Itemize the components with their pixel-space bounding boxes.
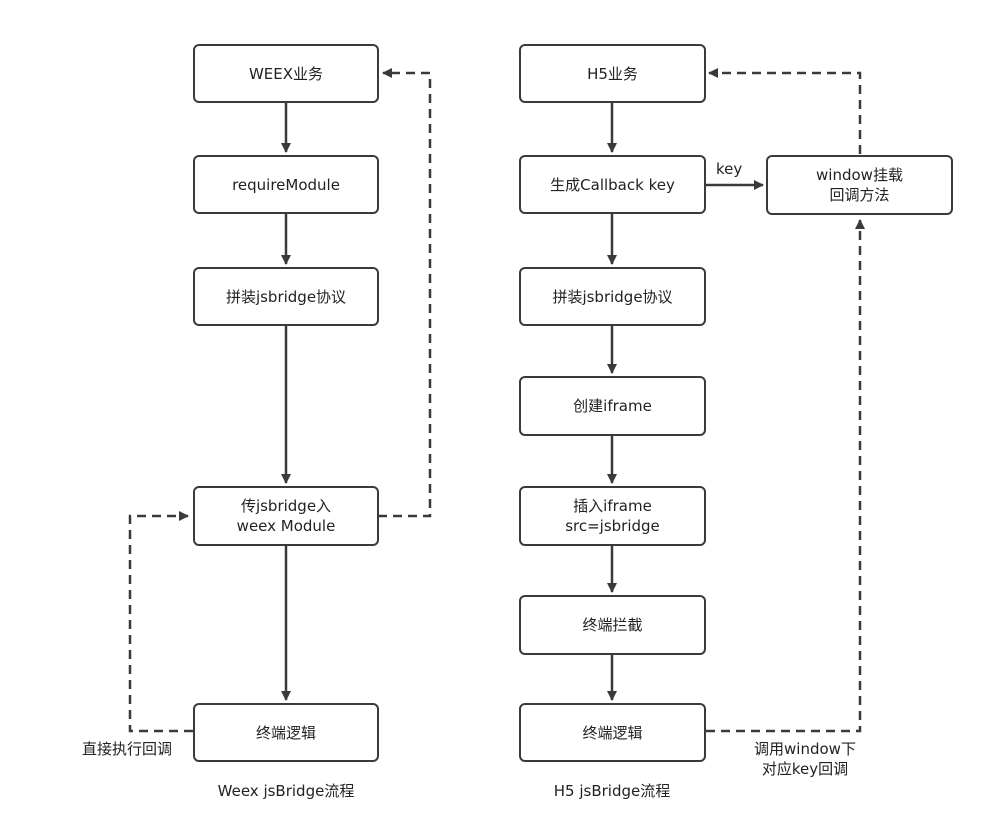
h5-insert-line1: 插入iframe <box>573 497 652 515</box>
weex-business-box: WEEX业务 <box>193 44 379 103</box>
h5-insert-line2: src=jsbridge <box>565 517 660 535</box>
dashed-arrow-weex-pass-to-business <box>378 68 432 518</box>
weex-flow-caption: Weex jsBridge流程 <box>217 782 355 800</box>
h5-window-mount-line2: 回调方法 <box>829 186 890 204</box>
weex-terminal-logic-label: 终端逻辑 <box>255 723 316 742</box>
weex-terminal-logic-box: 终端逻辑 <box>193 703 379 762</box>
dashed-arrow-h5-terminal-to-window <box>706 219 865 733</box>
weex-assemble-protocol-label: 拼装jsbridge协议 <box>225 287 347 306</box>
h5-window-mount-line1: window挂载 <box>816 166 903 184</box>
h5-callback-key-box: 生成Callback key <box>519 155 706 214</box>
h5-terminal-logic-label: 终端逻辑 <box>582 723 643 742</box>
h5-intercept-label: 终端拦截 <box>582 616 643 634</box>
h5-key-edge-label: key <box>716 160 743 178</box>
weex-pass-to-module-box: 传jsbridge入 weex Module <box>193 486 379 546</box>
h5-invoke-line2: 对应key回调 <box>761 760 849 778</box>
weex-business-label: WEEX业务 <box>248 64 324 83</box>
weex-pass-line2: weex Module <box>236 517 336 535</box>
h5-create-iframe-box: 创建iframe <box>519 376 706 436</box>
h5-create-iframe-label: 创建iframe <box>573 397 652 415</box>
h5-business-label: H5业务 <box>587 64 638 83</box>
h5-assemble-protocol-label: 拼装jsbridge协议 <box>552 287 673 306</box>
weex-direct-callback-label: 直接执行回调 <box>81 740 172 758</box>
h5-terminal-logic-box: 终端逻辑 <box>519 703 706 762</box>
h5-callback-key-label: 生成Callback key <box>550 175 675 194</box>
h5-intercept-box: 终端拦截 <box>519 595 706 655</box>
dashed-arrow-weex-terminal-to-pass <box>128 511 193 733</box>
h5-invoke-callback-label: 调用window下 对应key回调 <box>735 739 875 779</box>
weex-require-module-box: requireModule <box>193 155 379 214</box>
weex-pass-line1: 传jsbridge入 <box>240 497 332 515</box>
weex-assemble-protocol-box: 拼装jsbridge协议 <box>193 267 379 326</box>
h5-insert-iframe-box: 插入iframe src=jsbridge <box>519 486 706 546</box>
h5-business-box: H5业务 <box>519 44 706 103</box>
h5-invoke-line1: 调用window下 <box>754 740 856 758</box>
weex-require-module-label: requireModule <box>232 175 340 194</box>
dashed-arrow-h5-window-to-business <box>708 68 862 154</box>
h5-window-mount-box: window挂载 回调方法 <box>766 155 953 215</box>
h5-flow-caption: H5 jsBridge流程 <box>553 782 671 800</box>
h5-assemble-protocol-box: 拼装jsbridge协议 <box>519 267 706 326</box>
